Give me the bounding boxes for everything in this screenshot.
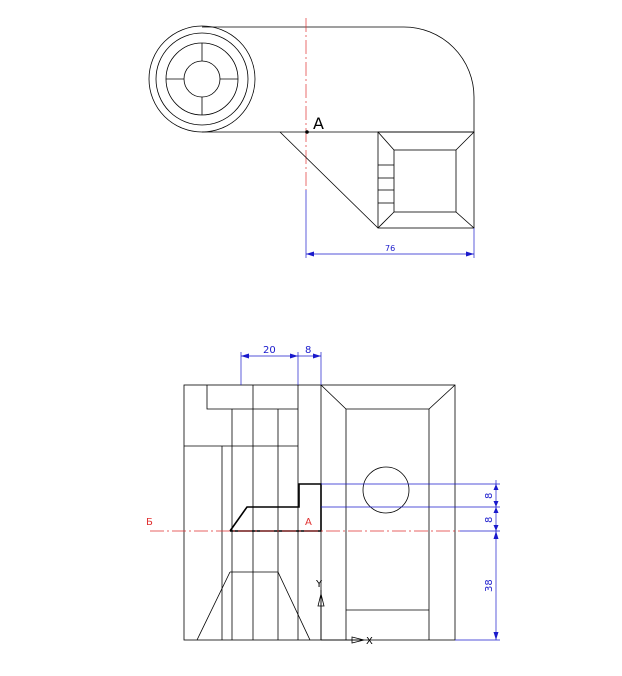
- front-right-bevel-top: [320, 384, 456, 410]
- flare-right: [277, 571, 311, 641]
- dim-8-top-text: 8: [305, 345, 311, 356]
- point-a-marker: [305, 130, 309, 134]
- y-axis-arrow: [317, 593, 325, 607]
- point-a-label-top: A: [313, 114, 324, 133]
- box-outer: [377, 131, 475, 229]
- boss-outer-circle: [148, 25, 256, 133]
- boss-inner-circle: [183, 60, 221, 98]
- dim-8-right-lower-text: 8: [484, 517, 495, 523]
- box-bevel-br: [455, 211, 475, 229]
- x-axis-label: X: [366, 636, 373, 647]
- section-label-b: Б: [146, 517, 153, 528]
- dim-20-text: 20: [263, 345, 276, 356]
- box-bevel-tl: [377, 131, 395, 151]
- dim-76-text: 76: [385, 244, 395, 253]
- flare-left: [196, 571, 231, 641]
- coordinate-axes: Y X: [315, 579, 373, 647]
- front-view: Б A 20 8 8 8: [146, 345, 500, 647]
- y-axis-label: Y: [315, 579, 323, 590]
- dimension-76: 76: [305, 190, 475, 258]
- box-bevel-bl: [377, 211, 395, 229]
- point-a-label-bottom: A: [305, 517, 312, 528]
- dim-38-text: 38: [484, 579, 495, 592]
- dimension-8-top: 8: [298, 345, 322, 385]
- box-bevel-tr: [455, 131, 475, 151]
- wedge-diagonal: [279, 131, 379, 229]
- top-view-outline: [202, 26, 475, 133]
- boss-circle-2: [155, 32, 249, 126]
- dimension-20: 20: [240, 345, 299, 385]
- dim-8-right-upper-text: 8: [484, 493, 495, 499]
- front-outline: [183, 384, 456, 641]
- box-inner: [393, 149, 457, 213]
- front-top-step: [206, 385, 298, 410]
- x-axis-arrow: [351, 636, 365, 644]
- top-view: A 76: [148, 18, 475, 258]
- front-hole: [362, 466, 410, 514]
